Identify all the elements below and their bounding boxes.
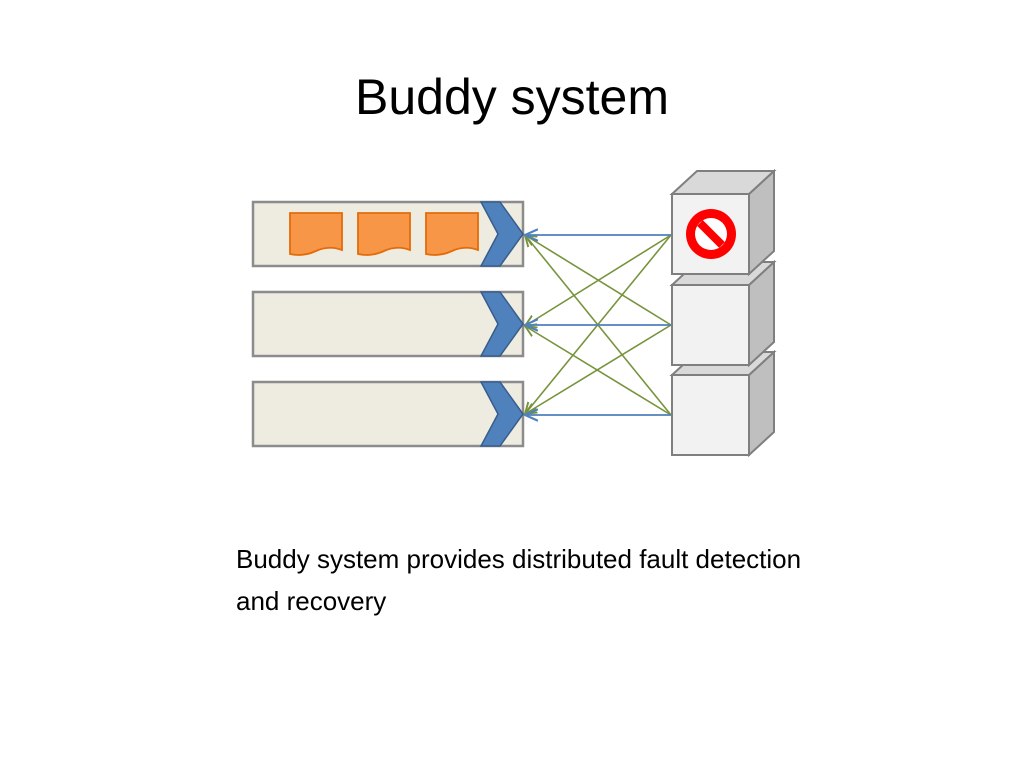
chevron-icon <box>479 381 524 447</box>
document-icon <box>289 212 343 256</box>
queue-1 <box>251 200 525 268</box>
document-icon <box>357 212 411 256</box>
chevron-icon <box>479 201 524 267</box>
server-front <box>671 284 750 366</box>
cross-link <box>525 235 672 326</box>
chevron-icon <box>479 291 524 357</box>
queue-bar <box>251 290 525 358</box>
slide-title: Buddy system <box>354 69 669 125</box>
cross-link <box>525 326 672 416</box>
queue-2 <box>251 290 525 358</box>
server-front <box>671 374 750 456</box>
direct-links <box>525 235 671 415</box>
document-icon <box>425 212 479 256</box>
server-1 <box>669 168 777 277</box>
caption: Buddy system provides distributed fault … <box>236 544 802 616</box>
prohibited-icon <box>686 209 736 259</box>
server-2 <box>669 259 777 368</box>
queue-bar <box>251 380 525 448</box>
cross-link <box>525 324 672 414</box>
server-3 <box>669 349 777 458</box>
queue-3 <box>251 380 525 448</box>
